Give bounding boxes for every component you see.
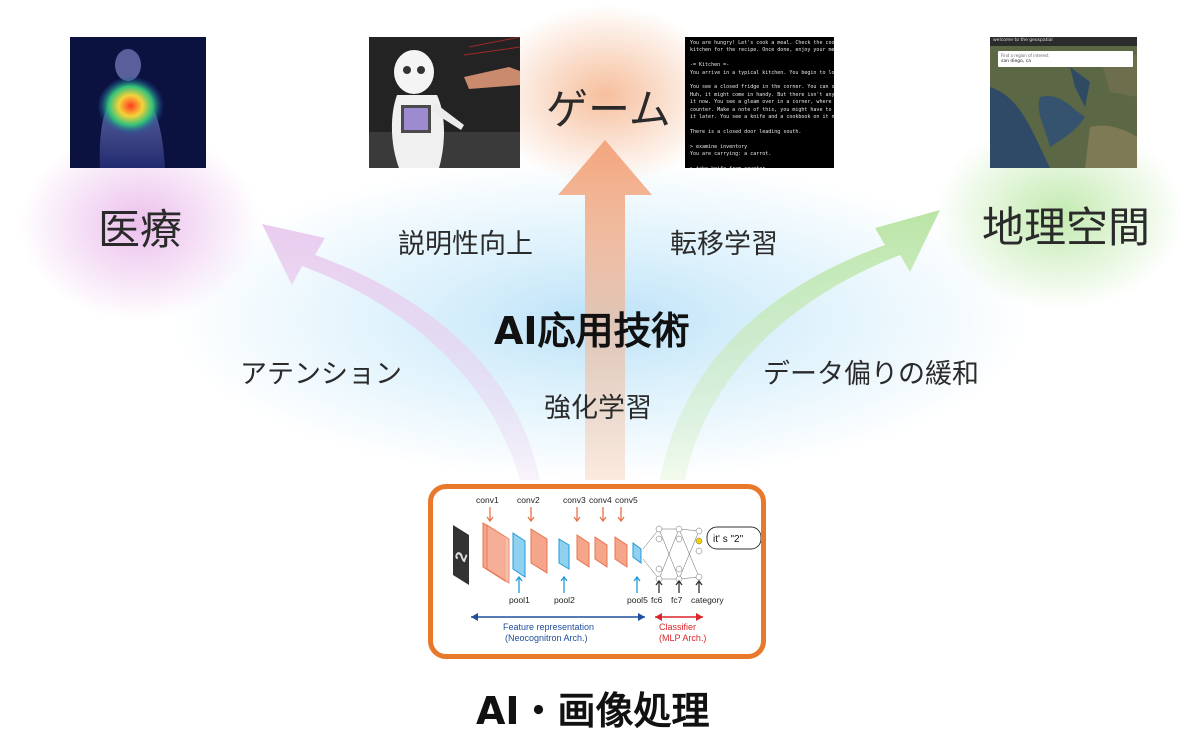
- conv-arrow: [617, 507, 625, 523]
- conv-label: conv3: [563, 495, 586, 505]
- text-game-line: You see a closed fridge in the corner. Y…: [690, 84, 834, 91]
- pool-label: pool1: [509, 595, 530, 605]
- arrow-to-medical: [262, 224, 540, 480]
- technique-explainability-label: 説明性向上: [398, 229, 533, 260]
- text-game-line: [690, 55, 829, 62]
- pool-label: pool5: [627, 595, 648, 605]
- text-game-line: [690, 121, 829, 128]
- conv-label: conv1: [476, 495, 499, 505]
- text-game-line: [690, 136, 829, 143]
- classifier-label-1: Classifier: [659, 622, 696, 632]
- text-game-line: There is a closed door leading south.: [690, 128, 802, 135]
- text-game-line: You are carrying: a carrot.: [690, 151, 772, 158]
- text-game-panel: You are hungry! Let's cook a meal. Check…: [685, 37, 834, 168]
- medical-glow: [20, 130, 260, 320]
- game-glow: [485, 5, 725, 185]
- arrow-to-geo: [660, 210, 940, 480]
- output-text: it' s "2": [713, 534, 744, 545]
- fc-layers: [642, 525, 703, 583]
- text-game-line: [690, 159, 829, 166]
- text-game-log: You are hungry! Let's cook a meal. Check…: [685, 37, 834, 168]
- conv-arrow: [599, 507, 607, 523]
- conv-label: conv4: [589, 495, 612, 505]
- technique-bias-label: データ偏りの緩和: [763, 359, 979, 390]
- text-game-line: kitchen for the recipe. Once done, enjoy…: [690, 47, 834, 54]
- feature-label-2: (Neocognitron Arch.): [505, 633, 588, 643]
- conv-arrow: [486, 507, 494, 523]
- application-game-label: ゲーム: [546, 85, 671, 134]
- medical-image-panel: [70, 37, 206, 168]
- text-game-line: it later. You see a knife and a cookbook…: [690, 114, 834, 121]
- pool-arrow: [633, 575, 641, 593]
- conv-layers: [482, 522, 642, 584]
- text-game-line: [690, 77, 829, 84]
- pool-arrow: [515, 575, 523, 593]
- fc-arrow: [655, 579, 663, 593]
- feature-label-1: Feature representation: [503, 622, 594, 632]
- fc-labels: fc6 fc7 category: [651, 579, 724, 605]
- fc-label: category: [691, 595, 724, 605]
- fc-arrow: [695, 579, 703, 593]
- application-geo-label: 地理空間: [982, 203, 1151, 252]
- text-game-line: You arrive in a typical kitchen. You beg…: [690, 69, 834, 76]
- conv-arrow: [527, 507, 535, 523]
- text-game-line: > examine inventory: [690, 143, 748, 150]
- fc-label: fc7: [671, 595, 683, 605]
- pool-label: pool2: [554, 595, 575, 605]
- pool-arrow: [560, 575, 568, 593]
- application-medical-label: 医療: [98, 205, 183, 254]
- map-image-panel: welcome to the geospatial Find a region …: [990, 37, 1137, 168]
- bottom-title: AI・画像処理: [476, 689, 710, 733]
- technique-attention-label: アテンション: [240, 359, 402, 390]
- technique-transfer-label: 転移学習: [670, 229, 778, 260]
- map-search-box[interactable]: Find a region of interest san diego, ca: [998, 51, 1133, 67]
- map-search-label: Find a region of interest: [1001, 53, 1049, 58]
- text-game-line: You are hungry! Let's cook a meal. Check…: [690, 40, 834, 46]
- pool-labels: pool1 pool2 pool5: [509, 575, 648, 605]
- text-game-line: it now. You see a gleam over in a corner…: [690, 99, 832, 106]
- center-title: AI応用技術: [494, 309, 690, 353]
- map-search-value: san diego, ca: [1001, 59, 1031, 64]
- map-header: welcome to the geospatial: [993, 38, 1053, 43]
- medical-heatmap-image: [70, 37, 206, 168]
- arrow-to-game: [558, 140, 652, 480]
- output-bubble: [706, 526, 761, 550]
- conv-arrow: [573, 507, 581, 523]
- text-game-line: Huh, it might come in handy. But there i…: [690, 91, 834, 98]
- fc-label: fc6: [651, 595, 663, 605]
- text-game-line: counter. Make a note of this, you might …: [690, 106, 832, 113]
- input-digit-image: 2: [452, 525, 471, 585]
- fc-arrow: [675, 579, 683, 593]
- classifier-label-2: (MLP Arch.): [659, 633, 706, 643]
- conv-label: conv2: [517, 495, 540, 505]
- robot-image-panel: [369, 37, 520, 168]
- robot-photo: [369, 37, 520, 168]
- technique-reinforcement-label: 強化学習: [544, 393, 652, 424]
- text-game-line: -= Kitchen =-: [690, 62, 730, 69]
- text-game-line: > take knife from counter: [690, 166, 829, 168]
- conv-label: conv5: [615, 495, 638, 505]
